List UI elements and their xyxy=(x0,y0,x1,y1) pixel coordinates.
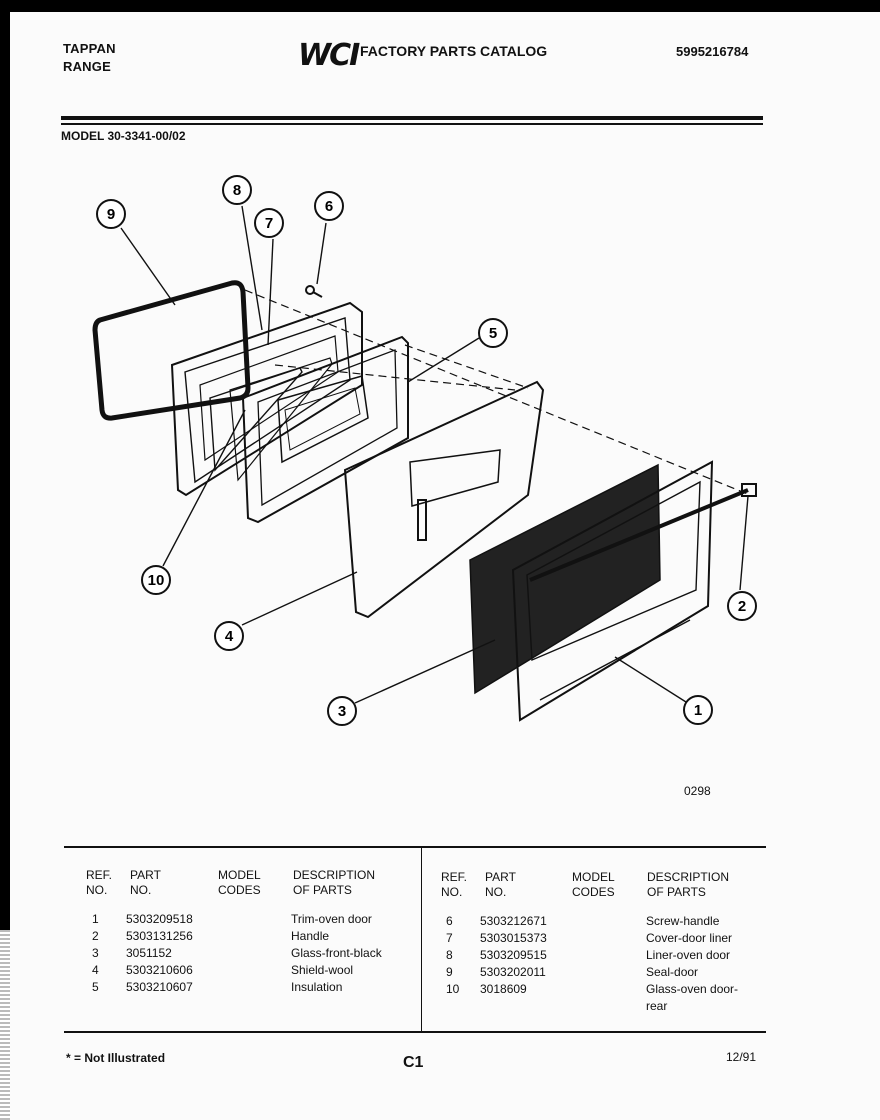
table-top-rule xyxy=(64,846,766,848)
glass-rear-part xyxy=(209,367,303,472)
header-rule-thin xyxy=(61,123,763,125)
footnote: * = Not Illustrated xyxy=(66,1051,166,1065)
svg-text:1: 1 xyxy=(694,702,702,719)
header-ref: REF.NO. xyxy=(86,868,113,897)
scan-edge xyxy=(0,930,10,1120)
insulation-part xyxy=(241,335,409,524)
brand-block: TAPPAN RANGE xyxy=(63,40,116,76)
svg-text:10: 10 xyxy=(148,572,165,589)
svg-text:4: 4 xyxy=(225,628,234,645)
catalog-date: 12/91 xyxy=(726,1050,757,1064)
svg-text:3: 3 xyxy=(338,703,346,720)
header-rule xyxy=(61,116,763,120)
table-bottom-rule xyxy=(64,1031,766,1033)
shield-wool-part xyxy=(343,380,545,619)
callout-5: 5 xyxy=(478,318,508,348)
screw-handle-part xyxy=(305,285,323,298)
callout-9: 9 xyxy=(96,199,126,229)
page-code: C1 xyxy=(403,1054,424,1071)
callout-7: 7 xyxy=(254,208,284,238)
leader-lines xyxy=(120,205,749,704)
model-number: MODEL 30-3341-00/02 xyxy=(61,129,186,143)
catalog-title: FACTORY PARTS CATALOG xyxy=(360,43,548,59)
svg-text:8: 8 xyxy=(233,182,241,199)
svg-text:9: 9 xyxy=(107,206,115,223)
trim-oven-door-part xyxy=(511,460,714,722)
callout-4: 4 xyxy=(214,621,244,651)
brand-line-2: RANGE xyxy=(63,59,111,74)
seal-door-part xyxy=(92,280,251,421)
callout-10: 10 xyxy=(141,565,171,595)
callout-6: 6 xyxy=(314,191,344,221)
callout-3: 3 xyxy=(327,696,357,726)
svg-text:2: 2 xyxy=(738,598,746,615)
svg-text:7: 7 xyxy=(265,215,273,232)
callouts: 9 8 7 6 5 10 4 3 1 2 xyxy=(96,175,757,726)
brand-line-1: TAPPAN xyxy=(63,41,116,56)
document-number: 5995216784 xyxy=(676,44,749,59)
svg-text:6: 6 xyxy=(325,198,333,215)
callout-8: 8 xyxy=(222,175,252,205)
table-divider xyxy=(421,848,422,1031)
wci-logo: WCI xyxy=(298,38,360,73)
glass-front-part xyxy=(469,463,661,695)
svg-text:5: 5 xyxy=(489,325,497,342)
callout-2: 2 xyxy=(727,591,757,621)
handle-part xyxy=(529,483,757,582)
header-ref-right: REF.NO. xyxy=(441,870,468,899)
figure-code: 0298 xyxy=(684,784,711,798)
callout-1: 1 xyxy=(683,695,713,725)
alignment-lines xyxy=(244,289,751,496)
